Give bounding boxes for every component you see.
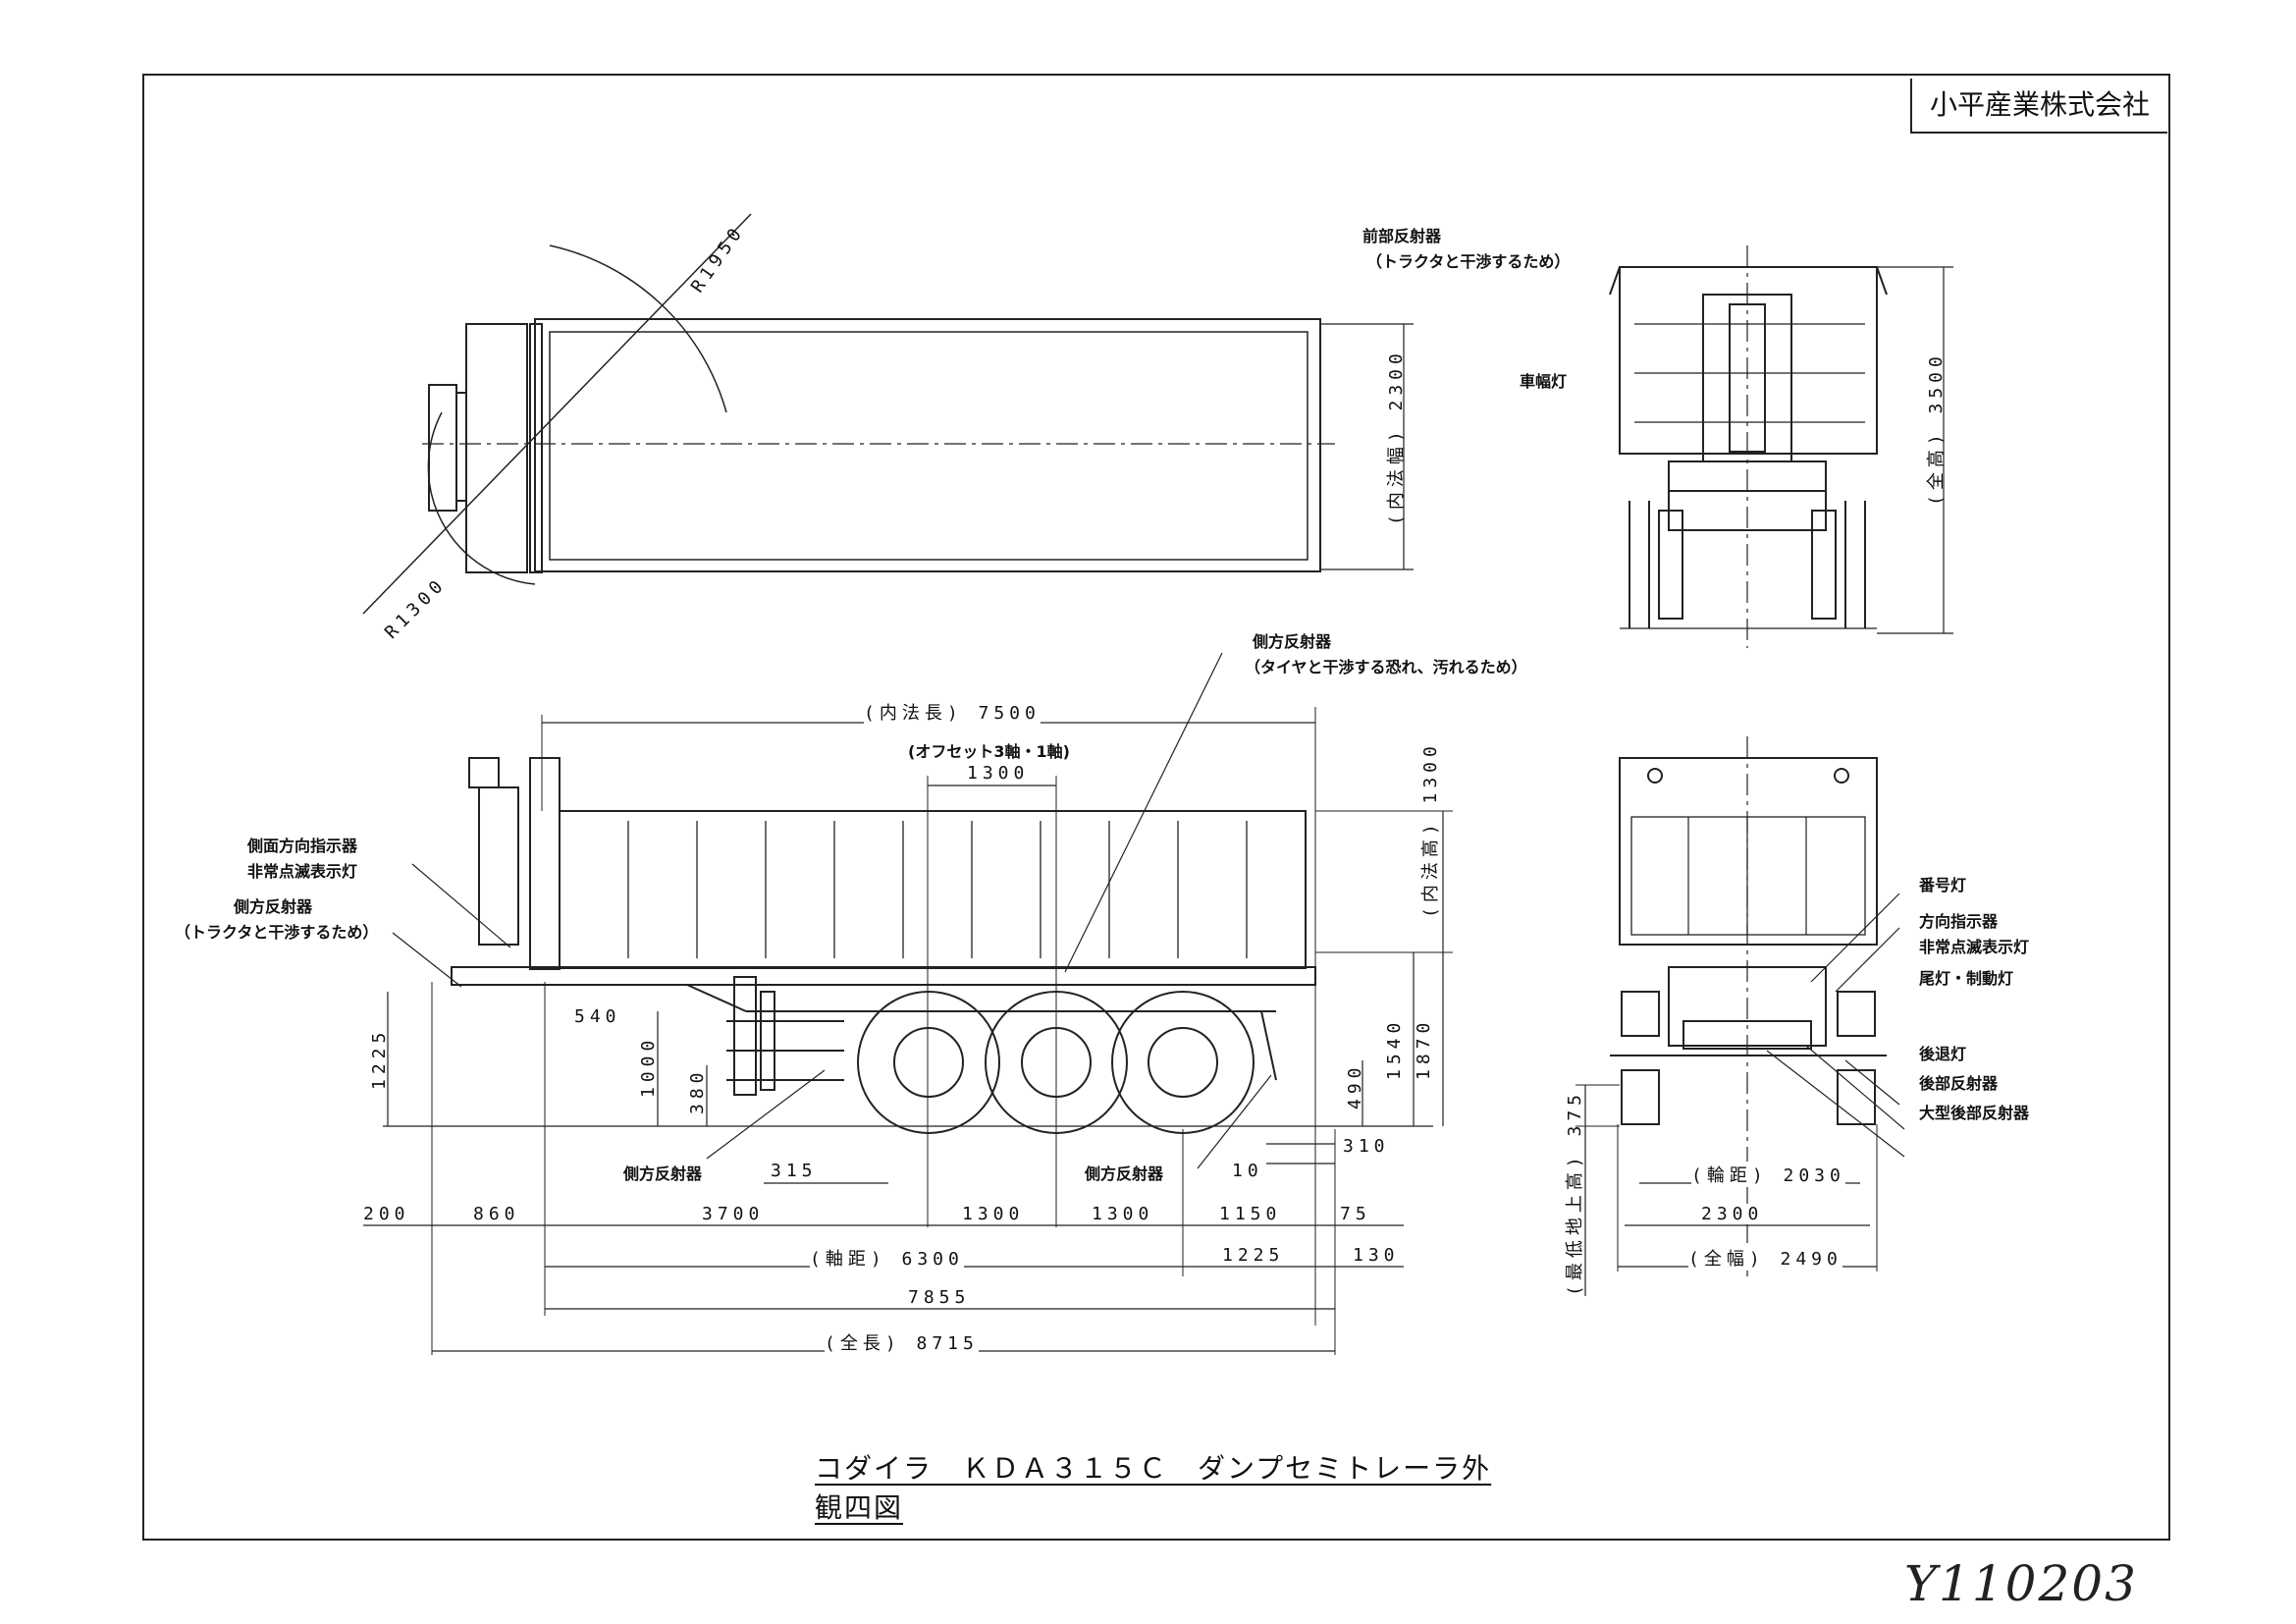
inner-width-label: (内法幅) 2300 (1386, 349, 1407, 525)
rear-width-2300-label: 2300 (1701, 1204, 1764, 1224)
dim-1540: 1540 (1384, 1017, 1405, 1080)
plate-lamp-label: 番号灯 (1919, 876, 1967, 894)
side-reflector-bottom-left-label: 側方反射器 (623, 1164, 703, 1183)
width-lamp-label: 車幅灯 (1520, 372, 1568, 391)
dim-310: 310 (1343, 1136, 1390, 1157)
rear-hazard-lamp-label: 非常点滅表示灯 (1919, 938, 2030, 956)
dim-200: 200 (363, 1204, 410, 1224)
reverse-lamp-label: 後退灯 (1919, 1045, 1967, 1063)
dim-1225: 1225 (1222, 1245, 1285, 1266)
overall-height-label: (全高) 3500 (1926, 352, 1947, 506)
dim-540: 540 (574, 1006, 621, 1027)
dim-7855: 7855 (908, 1287, 971, 1308)
turn-signal-label: 方向指示器 (1919, 912, 1999, 931)
offset-value-label: 1300 (967, 763, 1030, 784)
inner-length-label: (内法長) 7500 (864, 699, 1041, 725)
dim-130: 130 (1353, 1245, 1400, 1266)
dim-315: 315 (771, 1161, 818, 1181)
side-turn-signal-label: 側面方向指示器 (247, 837, 358, 855)
rear-reflector-label: 後部反射器 (1919, 1074, 1999, 1093)
dim-1870: 1870 (1414, 1017, 1434, 1080)
dim-490: 490 (1345, 1062, 1365, 1110)
wheelbase-label: (軸距) 6300 (810, 1245, 964, 1271)
front-reflector-label: 前部反射器 (1362, 227, 1442, 245)
dim-75: 75 (1340, 1204, 1371, 1224)
drawing-title: コダイラ ＫＤＡ３１５Ｃ ダンプセミトレーラ外観四図 (815, 1452, 1492, 1524)
side-reflector-left-label: 側方反射器 (234, 897, 313, 916)
side-reflector-top-note: （タイヤと干渉する恐れ、汚れるため） (1245, 658, 1527, 677)
dim-1000: 1000 (638, 1035, 659, 1098)
dim-1225-height: 1225 (369, 1027, 390, 1090)
large-rear-reflector-label: 大型後部反射器 (1919, 1104, 2030, 1122)
hazard-lamp-label: 非常点滅表示灯 (247, 862, 358, 881)
track-label: (輪距) 2030 (1691, 1162, 1845, 1187)
ground-clearance-label: (最低地上高) 375 (1565, 1089, 1585, 1296)
dim-10: 10 (1232, 1161, 1263, 1181)
drawing-frame (142, 74, 2170, 1541)
dim-1300a: 1300 (962, 1204, 1025, 1224)
overall-width-label: (全幅) 2490 (1688, 1245, 1842, 1271)
tail-brake-lamp-label: 尾灯・制動灯 (1919, 969, 2014, 988)
inner-height-label: (内法高) 1300 (1420, 741, 1441, 918)
dim-1300b: 1300 (1092, 1204, 1154, 1224)
offset-note-label: (オフセット3軸・1軸) (908, 742, 1070, 761)
handwritten-code: Y110203 (1904, 1555, 2138, 1612)
front-view (1609, 245, 1953, 648)
front-reflector-note: （トラクタと干渉するため） (1366, 252, 1571, 271)
side-reflector-bottom-right-label: 側方反射器 (1085, 1164, 1164, 1183)
dim-380: 380 (687, 1067, 708, 1114)
side-reflector-left-note: （トラクタと干渉するため） (175, 923, 379, 942)
dim-1150: 1150 (1219, 1204, 1282, 1224)
plan-view (362, 213, 1414, 615)
dim-3700: 3700 (702, 1204, 765, 1224)
dim-860: 860 (473, 1204, 520, 1224)
side-reflector-top-label: 側方反射器 (1253, 632, 1332, 651)
overall-length-label: (全長) 8715 (825, 1329, 979, 1355)
company-title-block: 小平産業株式会社 (1910, 79, 2167, 134)
